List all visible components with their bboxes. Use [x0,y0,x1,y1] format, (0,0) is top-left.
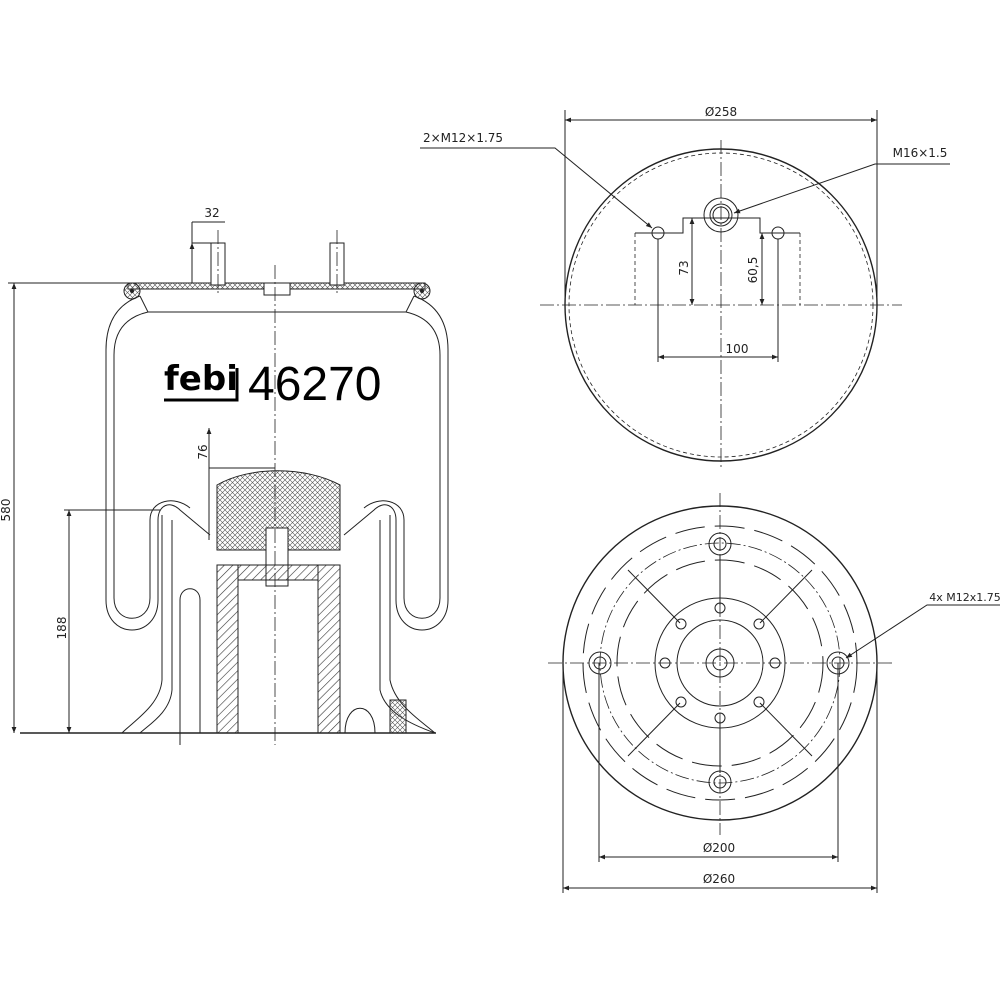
callout-4x-m12: 4x M12x1.75 [929,591,1000,604]
dim-32: 32 [204,206,219,220]
dim-258: Ø258 [705,105,737,119]
svg-text:febi: febi [164,359,238,399]
dim-260: Ø260 [703,872,735,886]
air-fitting [263,282,291,296]
dim-200: Ø200 [703,841,735,855]
dim-73: 73 [677,260,691,275]
side-view [20,230,449,745]
top-view: Ø258 73 60,5 100 2×M12×1.75 M16×1.5 [420,105,950,470]
callout-2x-m12: 2×M12×1.75 [423,131,503,145]
part-number: 46270 [248,358,381,411]
piston-wall [216,564,239,734]
piston-skirt [121,515,173,734]
callout-m16: M16×1.5 [893,146,948,160]
dim-100: 100 [726,342,749,356]
bottom-view: Ø200 Ø260 4x M12x1.75 [548,493,1000,893]
dim-188: 188 [55,617,69,640]
side-dimensions: 580 188 32 76 [0,206,275,733]
bumper [216,470,341,551]
dim-76: 76 [196,444,210,459]
air-port [703,197,739,233]
air-valve [389,699,407,734]
dim-580: 580 [0,499,13,522]
bellows [105,295,211,631]
febi-logo: febi [164,350,239,402]
mounting-holes [588,532,850,794]
dim-60-5: 60,5 [746,257,760,284]
